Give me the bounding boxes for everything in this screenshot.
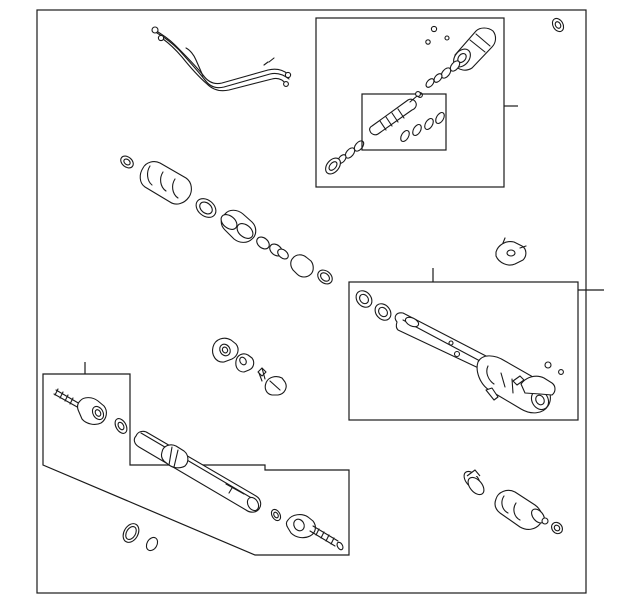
pinion-seal-kit-icon xyxy=(369,91,445,143)
control-valve-inset-frame xyxy=(315,17,505,188)
inner-rod-icon xyxy=(133,430,262,513)
bushing-icon xyxy=(220,209,333,285)
diagram-outer-frame xyxy=(36,9,587,594)
adjuster-plug-icon xyxy=(212,337,287,396)
housing-icon xyxy=(355,290,564,414)
control-valve-icon xyxy=(325,25,497,175)
boot-icon xyxy=(120,155,217,218)
cap-nut-icon xyxy=(551,17,565,33)
boot-kit-icon xyxy=(463,469,563,535)
clamp-ring-icon xyxy=(122,523,159,552)
outer-tie-rod-end-icon xyxy=(270,508,344,551)
pressure-line-icon xyxy=(151,26,292,92)
housing-inset-frame xyxy=(348,281,579,421)
tie-rod-inset-frame xyxy=(42,373,350,556)
tie-rod-icon xyxy=(53,388,128,434)
pinion-seal-kit-inset-frame xyxy=(361,93,447,151)
mount-bracket-icon xyxy=(495,237,527,266)
